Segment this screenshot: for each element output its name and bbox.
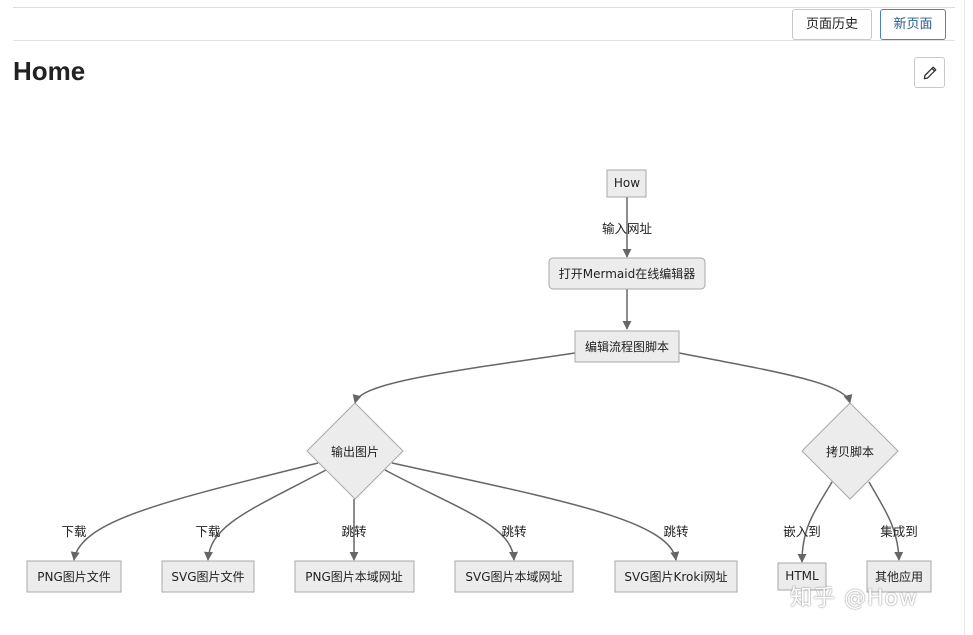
- top-divider: [13, 7, 955, 8]
- header-divider: [13, 40, 955, 41]
- edge-label-download: 下载: [61, 524, 87, 539]
- node-html: HTML: [777, 562, 827, 591]
- svg-text:SVG图片文件: SVG图片文件: [171, 569, 244, 584]
- node-other-apps: 其他应用: [866, 560, 932, 593]
- edge-label-download: 下载: [195, 524, 221, 539]
- edge-label-jump: 跳转: [663, 524, 688, 539]
- node-png-file: PNG图片文件: [26, 560, 122, 593]
- edge-export-to-svg-file: [203, 469, 327, 561]
- svg-text:其他应用: 其他应用: [875, 569, 923, 584]
- svg-text:PNG图片文件: PNG图片文件: [37, 569, 111, 584]
- edge-export-to-svg-kroki: [391, 462, 680, 561]
- node-how: How: [606, 169, 647, 198]
- svg-text:输出图片: 输出图片: [331, 444, 379, 459]
- pencil-icon: [923, 66, 937, 80]
- svg-text:SVG图片本域网址: SVG图片本域网址: [465, 570, 562, 584]
- node-edit-script: 编辑流程图脚本: [574, 330, 680, 363]
- watermark: 知乎 @How: [790, 586, 918, 611]
- node-copy-script: 拷贝脚本: [801, 402, 899, 500]
- edge-label-jump: 跳转: [341, 524, 366, 539]
- edge-script-to-export: [352, 352, 576, 404]
- edge-label-integrate-into: 集成到: [880, 524, 918, 539]
- svg-text:HTML: HTML: [785, 569, 819, 583]
- edge-script-to-copy: [678, 352, 853, 404]
- svg-text:打开Mermaid在线编辑器: 打开Mermaid在线编辑器: [559, 266, 695, 281]
- edge-label-input-url: 输入网址: [602, 221, 653, 236]
- node-open-editor: 打开Mermaid在线编辑器: [548, 257, 706, 290]
- node-svg-file: SVG图片文件: [161, 560, 255, 593]
- edit-page-button[interactable]: [914, 57, 945, 88]
- scroll-edge: [964, 0, 965, 635]
- edge-label-jump: 跳转: [501, 524, 526, 539]
- node-svg-kroki: SVG图片Kroki网址: [614, 560, 738, 593]
- node-svg-url: SVG图片本域网址: [454, 560, 574, 593]
- page-history-button[interactable]: 页面历史: [792, 9, 872, 40]
- svg-text:How: How: [614, 176, 640, 190]
- svg-text:PNG图片本域网址: PNG图片本域网址: [305, 570, 403, 584]
- svg-text:SVG图片Kroki网址: SVG图片Kroki网址: [624, 570, 727, 584]
- edge-label-embed-into: 嵌入到: [783, 524, 821, 539]
- edge-export-to-svg-url: [384, 469, 519, 561]
- node-png-url: PNG图片本域网址: [294, 560, 415, 593]
- svg-text:编辑流程图脚本: 编辑流程图脚本: [585, 339, 669, 354]
- node-export-image: 输出图片: [306, 402, 404, 500]
- page-title: Home: [13, 56, 86, 86]
- edge-copy-to-html: [797, 481, 833, 563]
- new-page-button[interactable]: 新页面: [880, 9, 946, 40]
- edge-export-to-png-file: [70, 462, 319, 561]
- edge-copy-to-other: [868, 481, 904, 561]
- svg-text:拷贝脚本: 拷贝脚本: [826, 444, 874, 459]
